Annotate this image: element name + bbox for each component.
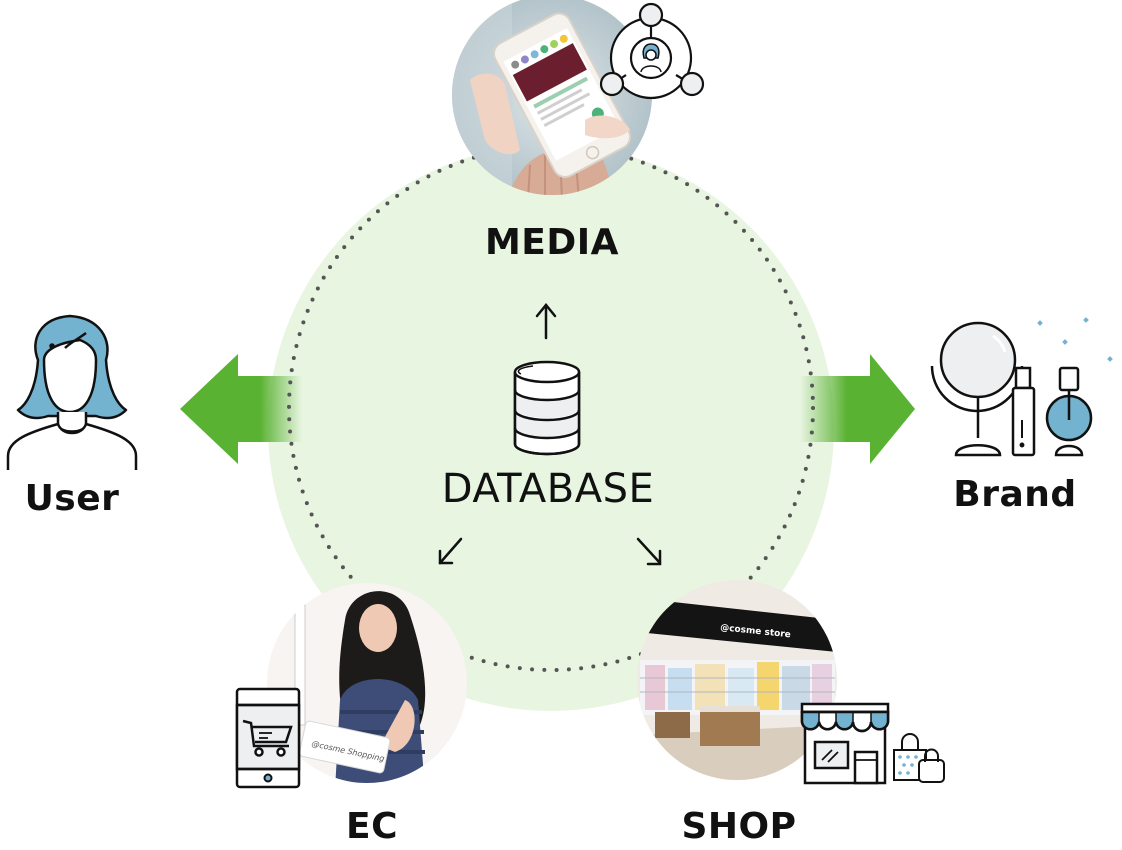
brand-label: Brand: [953, 474, 1077, 515]
shop-photo: @cosme store: [637, 580, 837, 780]
shop-label: SHOP: [681, 806, 797, 847]
dotted-ring: [287, 144, 815, 672]
database-label: DATABASE: [441, 466, 655, 512]
arrow-down-right-icon: [636, 537, 662, 566]
ec-photo: @cosme Shopping: [267, 583, 467, 783]
ec-label: EC: [345, 806, 399, 847]
storefront-with-bags-icon: [800, 702, 945, 785]
user-label: User: [24, 478, 120, 519]
tablet-shopping-cart-icon: [235, 687, 301, 789]
cosmetics-mirror-icon: [930, 321, 1093, 457]
user-network-icon: [599, 2, 705, 100]
media-photo: [452, 0, 652, 195]
database-icon: [513, 360, 581, 456]
media-label: MEDIA: [484, 222, 620, 263]
arrow-up-icon: [535, 303, 557, 340]
woman-avatar-icon: [6, 314, 138, 470]
arrow-down-left-icon: [438, 537, 463, 565]
sparkle-icons: [1037, 317, 1113, 362]
